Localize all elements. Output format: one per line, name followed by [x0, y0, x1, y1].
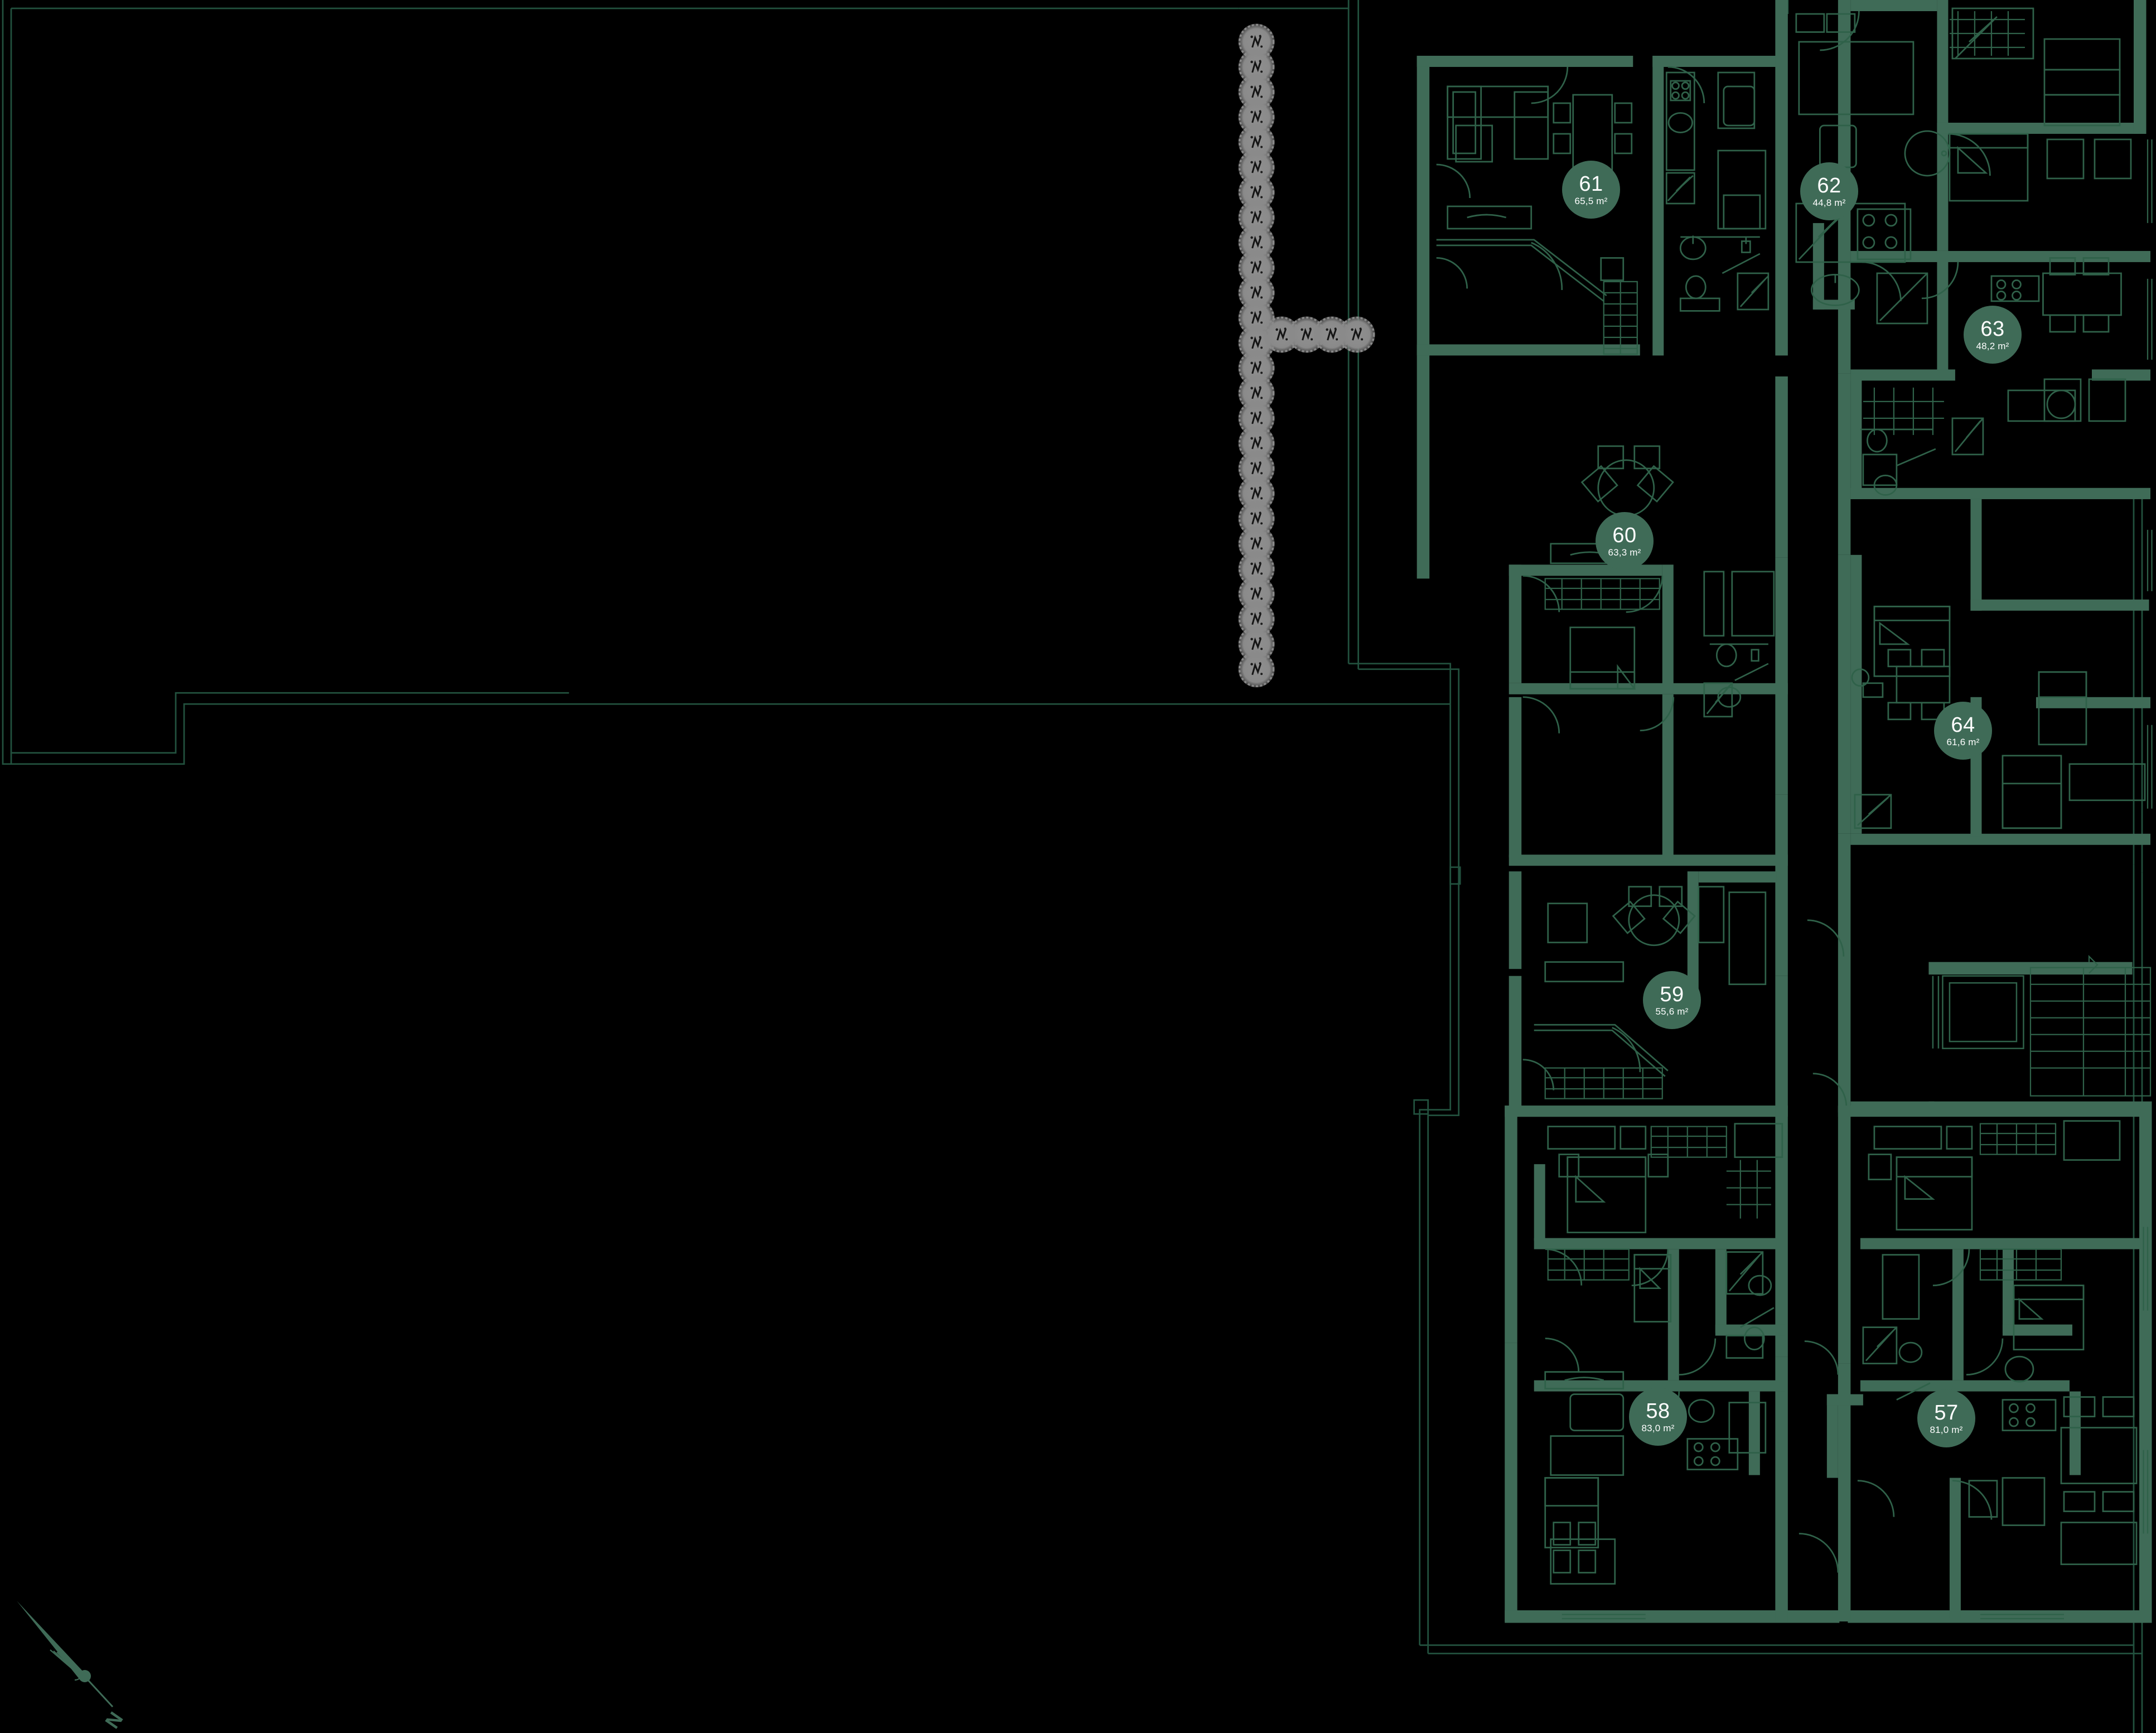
- apartment-marker-62[interactable]: 62 44,8 m²: [1800, 162, 1858, 220]
- apartment-area: 44,8 m²: [1812, 197, 1846, 208]
- tree-row-vertical: [1237, 22, 1276, 689]
- building-mid-wing: [1509, 373, 2153, 1117]
- building-south-wing: [1505, 1106, 2152, 1623]
- building-north-wing: [1417, 0, 2153, 579]
- needle-tail: [85, 1677, 114, 1708]
- apartment-area: 48,2 m²: [1976, 341, 2009, 351]
- apartment-number: 64: [1951, 713, 1975, 737]
- furniture-mid: [1522, 378, 2153, 1107]
- apartment-area: 63,3 m²: [1608, 547, 1641, 558]
- apartment-area: 83,0 m²: [1641, 1423, 1675, 1433]
- furniture-north: [1436, 7, 2153, 360]
- compass-north-label: N: [100, 1708, 127, 1729]
- apartment-number: 62: [1817, 174, 1841, 197]
- apartment-marker-59[interactable]: 59 55,6 m²: [1643, 971, 1701, 1029]
- apartment-number: 61: [1579, 172, 1603, 196]
- apartment-number: 63: [1980, 317, 2005, 341]
- apartment-area: 81,0 m²: [1930, 1425, 1963, 1435]
- apartment-number: 59: [1660, 983, 1684, 1006]
- apartment-marker-64[interactable]: 64 61,6 m²: [1934, 702, 1992, 760]
- apartment-marker-63[interactable]: 63 48,2 m²: [1964, 306, 2022, 364]
- furniture-south: [1544, 1120, 2149, 1620]
- apartment-marker-57[interactable]: 57 81,0 m²: [1917, 1389, 1975, 1447]
- walls-north: [1417, 0, 2150, 579]
- walls-mid: [1509, 373, 2152, 1117]
- walls-south: [1505, 1106, 2152, 1623]
- apartment-marker-61[interactable]: 61 65,5 m²: [1562, 161, 1620, 219]
- apartment-area: 65,5 m²: [1574, 196, 1608, 206]
- apartment-number: 58: [1646, 1399, 1670, 1423]
- apartment-number: 57: [1934, 1401, 1959, 1425]
- apartment-area: 61,6 m²: [1946, 737, 1980, 747]
- apartment-number: 60: [1612, 524, 1637, 547]
- apartment-area: 55,6 m²: [1655, 1006, 1689, 1017]
- tree-row-horizontal: [1262, 315, 1376, 354]
- north-needle: [17, 1601, 85, 1679]
- apartment-marker-58[interactable]: 58 83,0 m²: [1629, 1388, 1687, 1446]
- apartment-marker-60[interactable]: 60 63,3 m²: [1596, 512, 1654, 570]
- compass-rose: N: [17, 1590, 173, 1729]
